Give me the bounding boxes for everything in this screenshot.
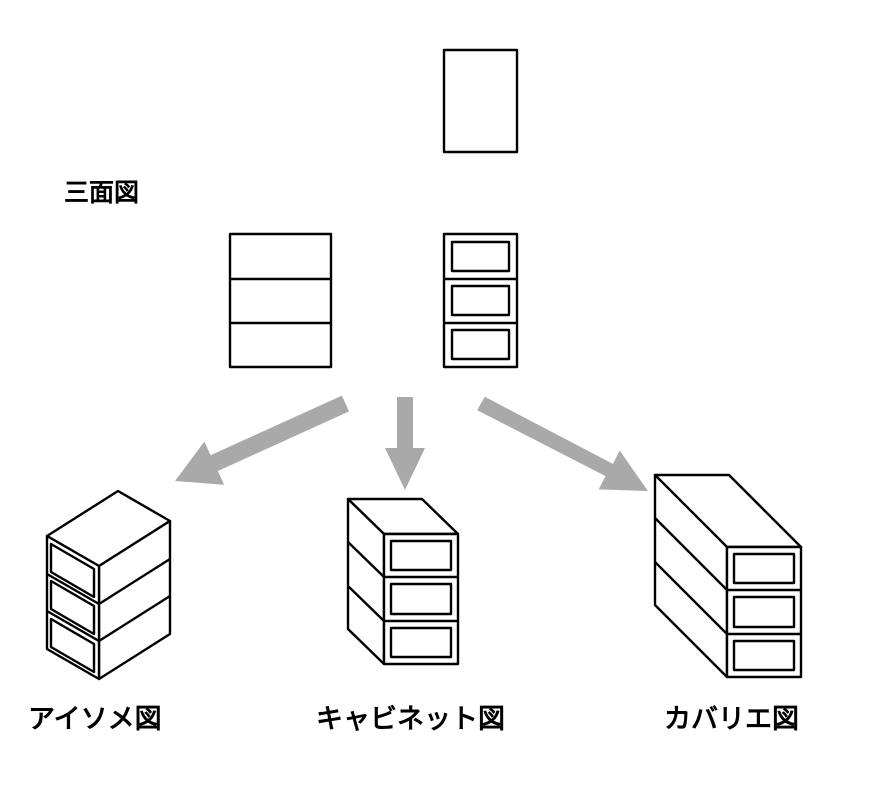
cavalier-label: カバリエ図 [664,704,799,735]
arrow-left-icon [175,395,350,485]
three-view-drawing [228,48,519,369]
isometric-box [45,489,172,681]
cabinet-box [346,497,460,666]
top-view [442,48,519,154]
side-view [442,232,519,369]
projection-arrows [175,395,648,491]
arrow-down-icon [385,397,425,490]
isometric-label: アイソメ図 [28,704,162,735]
front-view [228,232,333,369]
cavalier-box [653,473,803,679]
arrow-right-icon [477,396,648,491]
cabinet-label: キャビネット図 [316,704,505,735]
three-view-title: 三面図 [64,178,140,207]
